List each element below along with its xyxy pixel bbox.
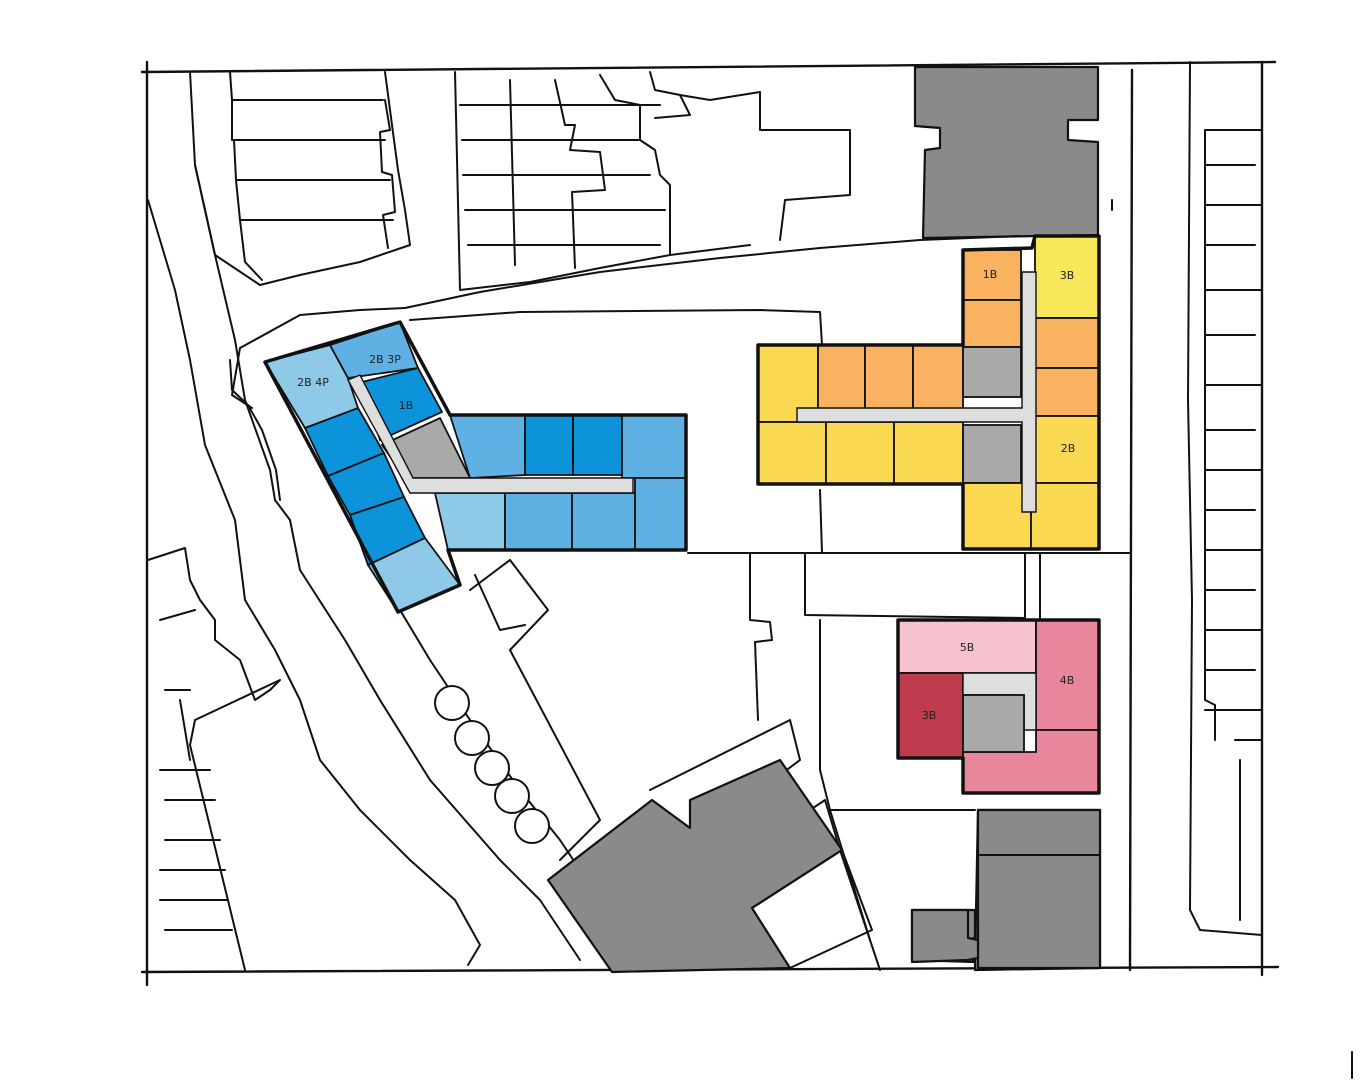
unit-orange <box>912 344 964 411</box>
tree-icon <box>434 685 470 721</box>
unit-yellow <box>757 421 827 485</box>
unit-blue <box>634 477 687 551</box>
existing-terrace-top-left <box>189 71 411 286</box>
core-stair <box>962 694 1025 753</box>
unit-blue <box>433 492 506 551</box>
existing-terrace-top-middle <box>454 71 851 291</box>
existing-terrace-right <box>1111 61 1263 972</box>
unit-yellow <box>962 482 1032 550</box>
unit-blue <box>571 492 636 551</box>
existing-plots-middle <box>687 489 1131 971</box>
unit-label-1b: 1B <box>983 268 998 281</box>
existing-building-bottom-middle <box>546 719 873 974</box>
unit-label-2b3p: 2B 3P <box>369 353 401 366</box>
unit-yellow <box>1030 482 1100 550</box>
block-c-outline <box>896 618 1101 795</box>
unit-label-3b: 3B <box>922 709 937 722</box>
existing-building-top-right <box>913 65 1100 240</box>
unit-yellow <box>893 421 964 485</box>
unit-pink-light <box>897 619 1037 674</box>
unit-orange <box>1034 367 1100 417</box>
unit-blue <box>524 414 574 476</box>
access-road-edge <box>404 235 1021 346</box>
core-stair <box>962 346 1022 398</box>
unit-orange <box>864 344 914 411</box>
block-a-outline <box>263 320 688 614</box>
unit-yellow <box>825 421 895 485</box>
existing-road-left <box>147 164 621 971</box>
unit-label-5b: 5B <box>960 641 975 654</box>
existing-building-bottom-right-annex <box>976 808 1102 970</box>
corridor <box>796 271 1037 513</box>
corridor <box>347 374 634 494</box>
unit-orange <box>1034 317 1100 369</box>
core-stair <box>962 424 1022 484</box>
unit-orange <box>817 344 866 411</box>
tree-icon <box>494 778 530 814</box>
unit-blue <box>572 414 623 476</box>
tree-icon <box>514 808 550 844</box>
block-b-outline <box>756 234 1101 551</box>
unit-label-4b: 4B <box>1060 674 1075 687</box>
unit-yellow <box>1034 415 1100 484</box>
existing-outbuilding <box>910 908 980 964</box>
unit-blue <box>504 492 573 551</box>
tree-icon <box>454 720 490 756</box>
block-c-pink: 5B 4B 3B <box>896 618 1101 795</box>
unit-blue <box>621 414 687 479</box>
unit-label-1b: 1B <box>399 399 414 412</box>
unit-label-3b: 3B <box>1060 269 1075 282</box>
unit-blue <box>263 343 364 429</box>
block-a-blue: 2B 4P 2B 3P 1B <box>263 320 688 614</box>
unit-label-2b: 2B <box>1061 442 1076 455</box>
unit-label-2b4p: 2B 4P <box>297 376 329 389</box>
tree-row <box>434 685 550 844</box>
block-b-yellow: 1B 3B 2B <box>756 234 1101 551</box>
unit-orange <box>962 299 1022 348</box>
tree-icon <box>474 750 510 786</box>
